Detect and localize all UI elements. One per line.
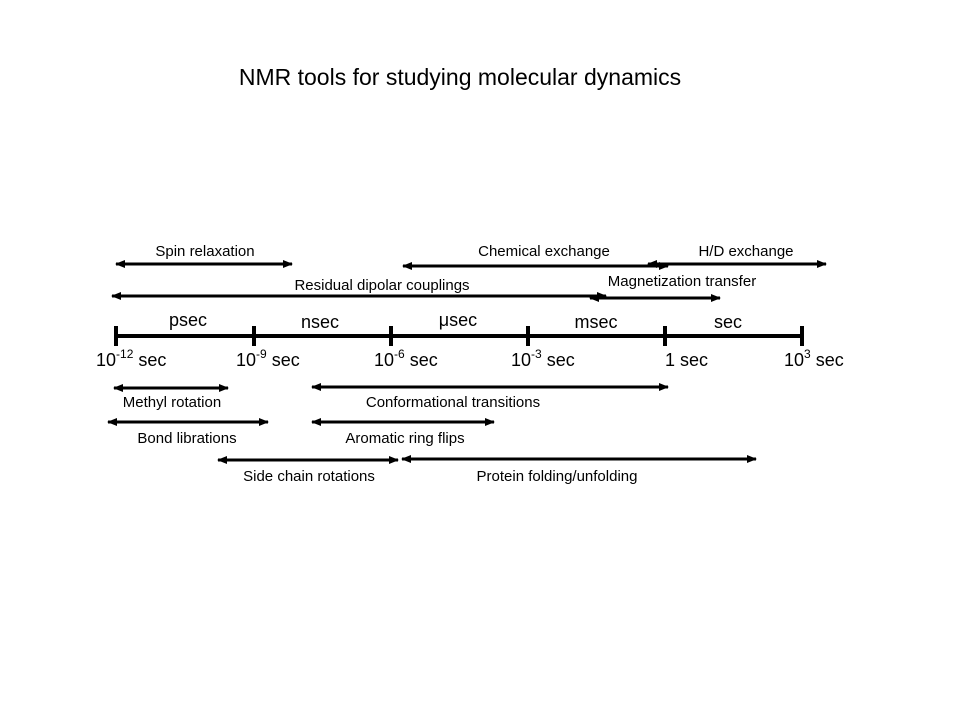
tick-label: 10-6 sec xyxy=(374,347,438,370)
protein-folding-label: Protein folding/unfolding xyxy=(477,468,638,485)
page-title: NMR tools for studying molecular dynamic… xyxy=(238,64,682,90)
tick-label: 10-9 sec xyxy=(236,347,300,370)
side-chain-rotations-label: Side chain rotations xyxy=(243,468,375,485)
tick-label: 10-12 sec xyxy=(96,347,166,370)
aromatic-ring-flips-label: Aromatic ring flips xyxy=(345,430,464,447)
segment-label: msec xyxy=(574,312,617,332)
segment-label: psec xyxy=(169,310,207,330)
conformational-transitions-label: Conformational transitions xyxy=(366,394,540,411)
methyl-rotation-label: Methyl rotation xyxy=(123,394,221,411)
rdc-label: Residual dipolar couplings xyxy=(294,277,469,294)
timescale-axis xyxy=(114,326,804,346)
tick-label: 103 sec xyxy=(784,347,844,370)
magnetization-transfer-label: Magnetization transfer xyxy=(608,273,756,290)
chemical-exchange-label: Chemical exchange xyxy=(478,243,610,260)
segment-label: nsec xyxy=(301,312,339,332)
tick-label: 1 sec xyxy=(665,350,708,370)
segment-label: μsec xyxy=(439,310,477,330)
segment-label: sec xyxy=(714,312,742,332)
hd-exchange-label: H/D exchange xyxy=(698,243,793,260)
spin-relaxation-label: Spin relaxation xyxy=(155,243,254,260)
tick-label: 10-3 sec xyxy=(511,347,575,370)
bond-librations-label: Bond librations xyxy=(137,430,236,447)
